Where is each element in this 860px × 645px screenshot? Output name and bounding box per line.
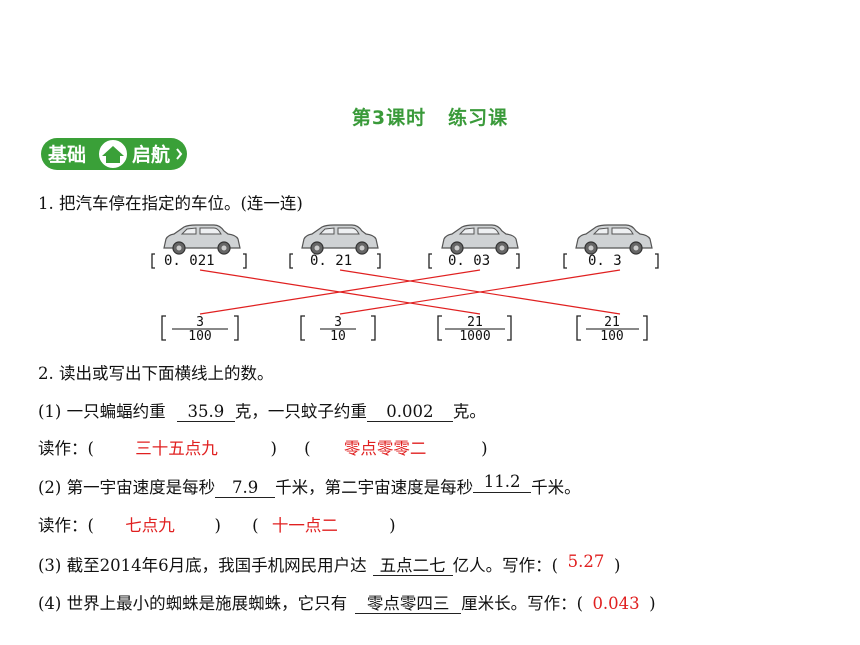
q2-2-value-2: 11.2: [483, 472, 521, 491]
reading-answer-1: 七点九: [125, 516, 175, 535]
svg-text:3: 3: [334, 315, 342, 330]
svg-text:100: 100: [600, 329, 623, 344]
q2-3-value: 五点二七: [372, 557, 453, 576]
lesson-type: 练习课: [448, 107, 509, 129]
q2-4-answer: 0.043: [592, 594, 640, 613]
q2-2-text-b: 千米，第二宇宙速度是每秒: [275, 478, 474, 497]
q2-1-value-2: 0.002: [366, 403, 453, 422]
reading-open-2: (: [304, 439, 311, 458]
q2-prompt: 2. 读出或写出下面横线上的数。: [38, 364, 274, 383]
car-4: [575, 224, 653, 255]
car-label-4: 0. 3: [563, 253, 659, 269]
reading-close-2: ): [481, 439, 488, 458]
reading-label: 读作：(: [38, 439, 94, 458]
svg-text:1000: 1000: [459, 329, 490, 344]
lesson-title: 第3课时练习课: [0, 103, 860, 130]
q2-reading-2: 读作：( 七点九 ) ( 十一点二 ): [38, 512, 396, 536]
banner-label-left: 基础: [47, 143, 86, 166]
reading-close-2: ): [389, 516, 396, 535]
chevron-right-icon: [176, 148, 183, 160]
spot-3: 21 1000: [437, 315, 512, 344]
q2-3-text-b: 亿人。写作：(: [452, 556, 559, 575]
car-2: [301, 224, 379, 255]
q2-line-4: (4) 世界上最小的蜘蛛是施展蜘蛛，它只有零点零四三厘米长。写作：( 0.043): [38, 590, 656, 614]
car-label-3: 0. 03: [428, 253, 520, 269]
spot-1: 3 100: [161, 315, 239, 344]
q2-2-text-c: 千米。: [531, 478, 581, 497]
svg-text:21: 21: [604, 315, 620, 330]
q2-line-3: (3) 截至2014年6月底，我国手机网民用户达五点二七亿人。写作：( 5.27): [38, 552, 620, 576]
svg-text:21: 21: [467, 315, 483, 330]
lesson-number: 第3课时: [351, 107, 427, 129]
reading-label: 读作：(: [38, 516, 94, 535]
svg-text:0. 21: 0. 21: [310, 253, 352, 269]
svg-text:3: 3: [196, 315, 204, 330]
car-label-2: 0. 21: [289, 253, 381, 269]
reading-close-1: ): [214, 516, 221, 535]
q2-3-text-c: ): [614, 556, 621, 575]
svg-text:0. 03: 0. 03: [448, 253, 490, 269]
match-line: [199, 269, 481, 315]
match-lines: [199, 269, 621, 315]
q2-1-value-1: 35.9: [176, 403, 235, 422]
reading-answer-1: 三十五点九: [135, 439, 218, 458]
q2-3-answer: 5.27: [567, 552, 605, 571]
reading-open-2: (: [252, 516, 259, 535]
q2-1-text-a: (1) 一只蝙蝠约重: [38, 402, 166, 421]
car-1: [163, 224, 241, 255]
q2-4-text-b: 厘米长。写作：(: [461, 594, 584, 613]
q2-4-text-c: ): [649, 594, 656, 613]
reading-answer-2: 十一点二: [271, 516, 338, 535]
car-label-1: 0. 021: [151, 253, 247, 269]
parking-diagram: 0. 021 0. 21 0. 03 0. 3 3 100 3 10: [151, 224, 659, 344]
banner-label-right: 启航: [132, 143, 170, 166]
q2-4-text-a: (4) 世界上最小的蜘蛛是施展蜘蛛，它只有: [38, 594, 348, 613]
home-icon: [102, 146, 124, 163]
svg-text:0. 021: 0. 021: [164, 253, 215, 269]
q2-4-value: 零点零四三: [355, 595, 462, 614]
q2-1-text-c: 克。: [452, 402, 486, 421]
section-banner: 基础 启航: [41, 138, 187, 170]
svg-text:100: 100: [188, 329, 211, 344]
q2-3-text-a: (3) 截至2014年6月底，我国手机网民用户达: [38, 556, 367, 575]
q1-prompt: 1. 把汽车停在指定的车位。(连一连): [38, 194, 303, 213]
match-line: [339, 269, 621, 315]
q2-reading-1: 读作：( 三十五点九 ) ( 零点零零二 ): [38, 435, 488, 459]
svg-text:10: 10: [330, 329, 346, 344]
car-3: [441, 224, 519, 255]
q2-2-value-1: 7.9: [215, 479, 276, 498]
spot-4: 21 100: [576, 315, 648, 344]
spot-2: 3 10: [300, 315, 376, 344]
q2-1-text-b: 克，一只蚊子约重: [234, 402, 367, 421]
q2-2-text-a: (2) 第一宇宙速度是每秒: [38, 478, 216, 497]
reading-answer-2: 零点零零二: [343, 439, 427, 458]
svg-text:0. 3: 0. 3: [588, 253, 622, 269]
reading-close-1: ): [270, 439, 277, 458]
